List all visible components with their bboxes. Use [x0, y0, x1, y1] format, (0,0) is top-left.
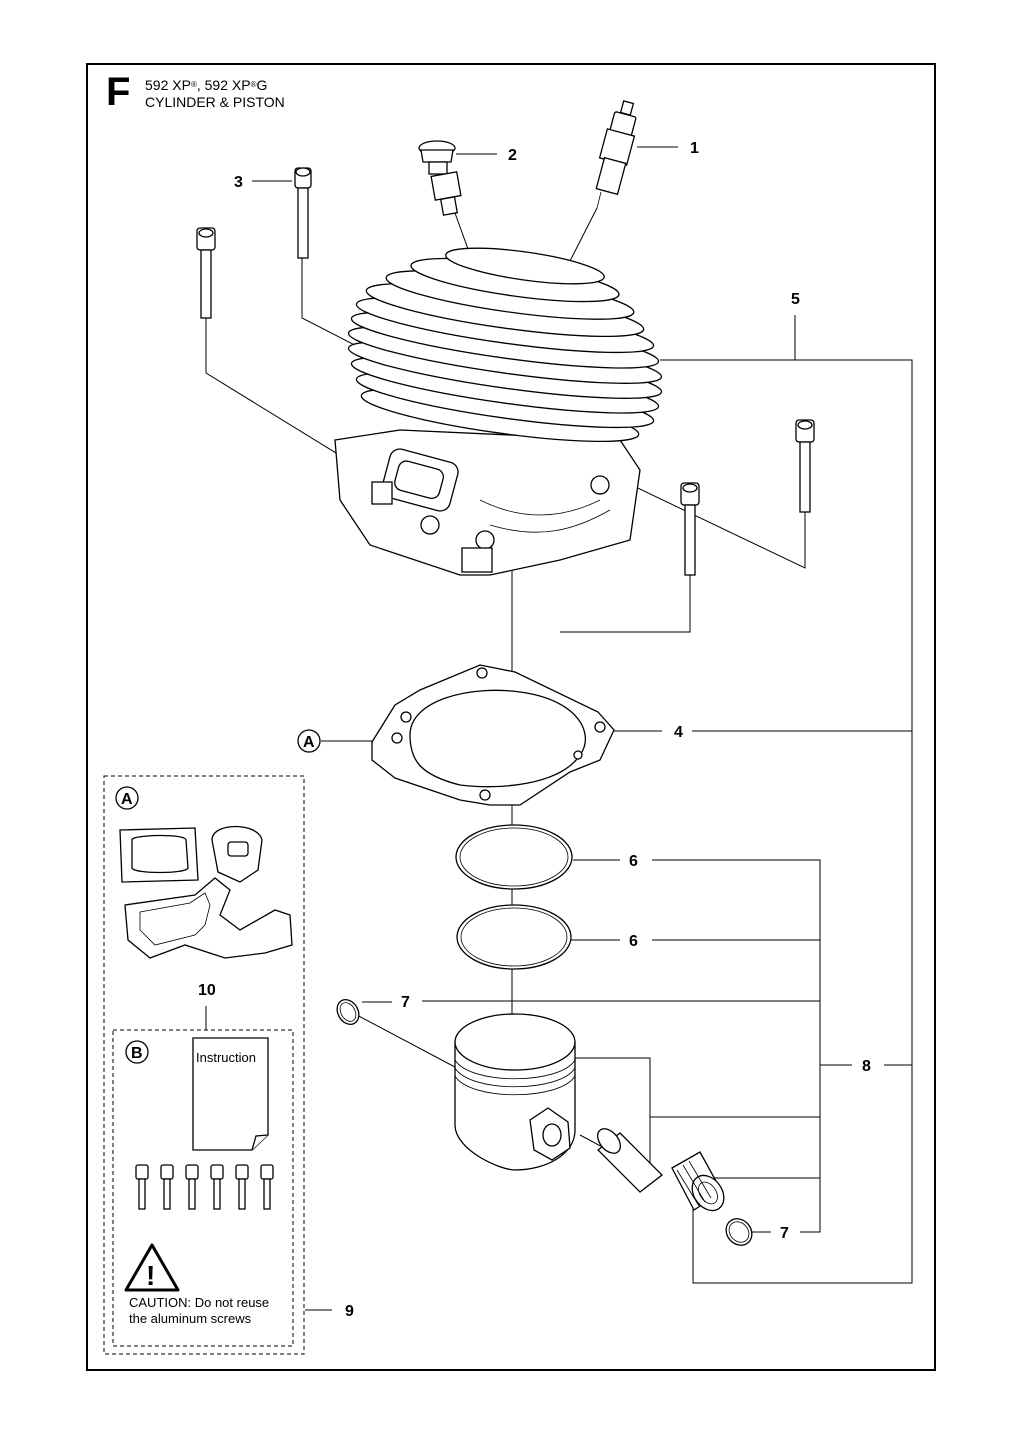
kit-a-frame: [103, 775, 305, 1355]
piston-pin: [597, 1128, 663, 1193]
callout-numbers: 1 2 3 4 5 6 6 7 7 8 9 10 A: [198, 140, 871, 1320]
gasket-kit-a: A: [103, 775, 305, 1355]
kit-a-label: A: [121, 791, 133, 808]
callout-9: 9: [345, 1303, 354, 1320]
cylinder: [334, 247, 663, 576]
model-2-suffix: G: [256, 77, 268, 93]
leader-lines: [205, 146, 913, 1311]
circlip-right: [725, 1218, 753, 1246]
piston-rings: [455, 824, 573, 970]
callout-1: 1: [690, 140, 699, 157]
warning-icon: !: [124, 1243, 180, 1292]
callout-7-left: 7: [401, 994, 410, 1011]
bolt-2: [196, 227, 216, 319]
reference-circle-a: [297, 729, 321, 753]
cylinder-gasket: [371, 664, 615, 806]
aluminum-screws: [135, 1164, 274, 1210]
callout-6-lower: 6: [629, 933, 638, 950]
screw-kit-b: B Instruction ! CAUTION: Do not reuse th…: [112, 1029, 294, 1347]
bolt-3: [795, 419, 815, 513]
callout-2: 2: [508, 147, 517, 164]
spark-plug: [595, 100, 637, 209]
callout-6-upper: 6: [629, 853, 638, 870]
callout-3: 3: [234, 174, 243, 191]
caution-line-1: CAUTION: Do not reuse: [129, 1295, 269, 1310]
kit-b-label: B: [131, 1045, 143, 1062]
registered-mark-2: ®: [250, 80, 257, 89]
model-1: 592 XP: [145, 77, 191, 93]
registered-mark-1: ®: [190, 80, 197, 89]
callout-10: 10: [198, 982, 216, 999]
diagram-page-frame: [86, 63, 936, 1371]
decompression-valve: [418, 140, 462, 216]
model-2: 592 XP: [204, 77, 251, 93]
callout-7-bottom: 7: [780, 1225, 789, 1242]
callout-4: 4: [674, 724, 683, 741]
model-separator: ,: [196, 77, 205, 93]
callout-8: 8: [862, 1058, 871, 1075]
kit-a-badge: [115, 786, 139, 810]
warning-symbol: !: [146, 1260, 155, 1291]
cylinder-bolts: [196, 167, 815, 576]
kit-b-badge: [125, 1040, 149, 1064]
page-title: CYLINDER & PISTON: [145, 94, 285, 110]
bolt-1: [294, 167, 312, 259]
needle-bearing: [671, 1151, 725, 1212]
model-line: 592 XP®, 592 XP®G: [145, 77, 267, 93]
caution-line-2: the aluminum screws: [129, 1311, 252, 1326]
piston: [454, 1013, 576, 1171]
section-letter: F: [106, 70, 131, 114]
circlip-left: [336, 999, 360, 1025]
cooling-fins: [347, 247, 663, 443]
callout-5: 5: [791, 291, 800, 308]
bolt-4: [680, 482, 700, 576]
kit-b-frame: [112, 1029, 294, 1347]
reference-a-label: A: [303, 734, 315, 751]
instruction-label: Instruction: [196, 1050, 256, 1065]
